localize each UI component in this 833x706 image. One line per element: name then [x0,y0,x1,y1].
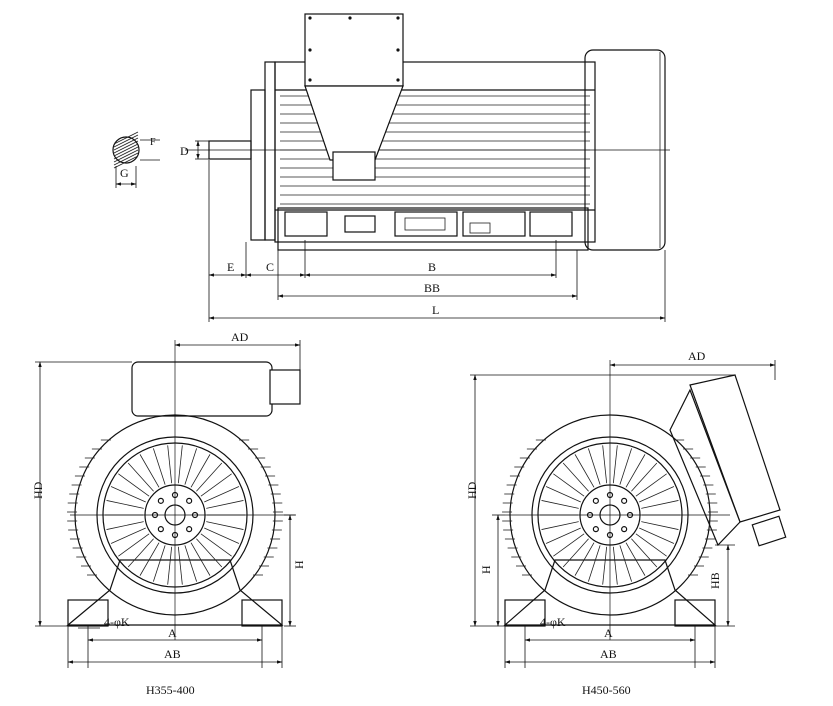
caption-right: H450-560 [582,683,631,697]
label-d: D [180,144,189,158]
label-a-left: A [168,626,177,640]
label-l: L [432,303,439,317]
shaft-section [112,131,160,188]
front-view-h355-400: HD AD H 4-φK A AB H355-400 [31,330,306,697]
label-h-left: H [292,560,306,569]
label-b: B [428,260,436,274]
front-view-h450-560: HD AD H HB 4-φK A AB H450-560 [465,349,787,697]
side-view: D F G E C B BB L [112,13,670,322]
label-hd-right: HD [465,481,479,499]
label-ab-left: AB [164,647,181,661]
label-g: G [120,166,129,180]
label-ad-left: AD [231,330,249,344]
label-bb: BB [424,281,440,295]
label-a-right: A [604,626,613,640]
label-hd-left: HD [31,481,45,499]
label-k-right: 4-φK [540,615,566,629]
label-k-left: 4-φK [104,615,130,629]
label-h-right: H [479,565,493,574]
label-ad-right: AD [688,349,706,363]
caption-left: H355-400 [146,683,195,697]
label-e: E [227,260,234,274]
label-hb-right: HB [708,572,722,589]
flange [250,89,266,241]
base [277,207,589,251]
label-f: F [150,137,156,148]
label-ab-right: AB [600,647,617,661]
motor-body [274,61,596,243]
label-c: C [266,260,274,274]
terminal-box [304,13,404,181]
fan-cover [584,49,666,251]
